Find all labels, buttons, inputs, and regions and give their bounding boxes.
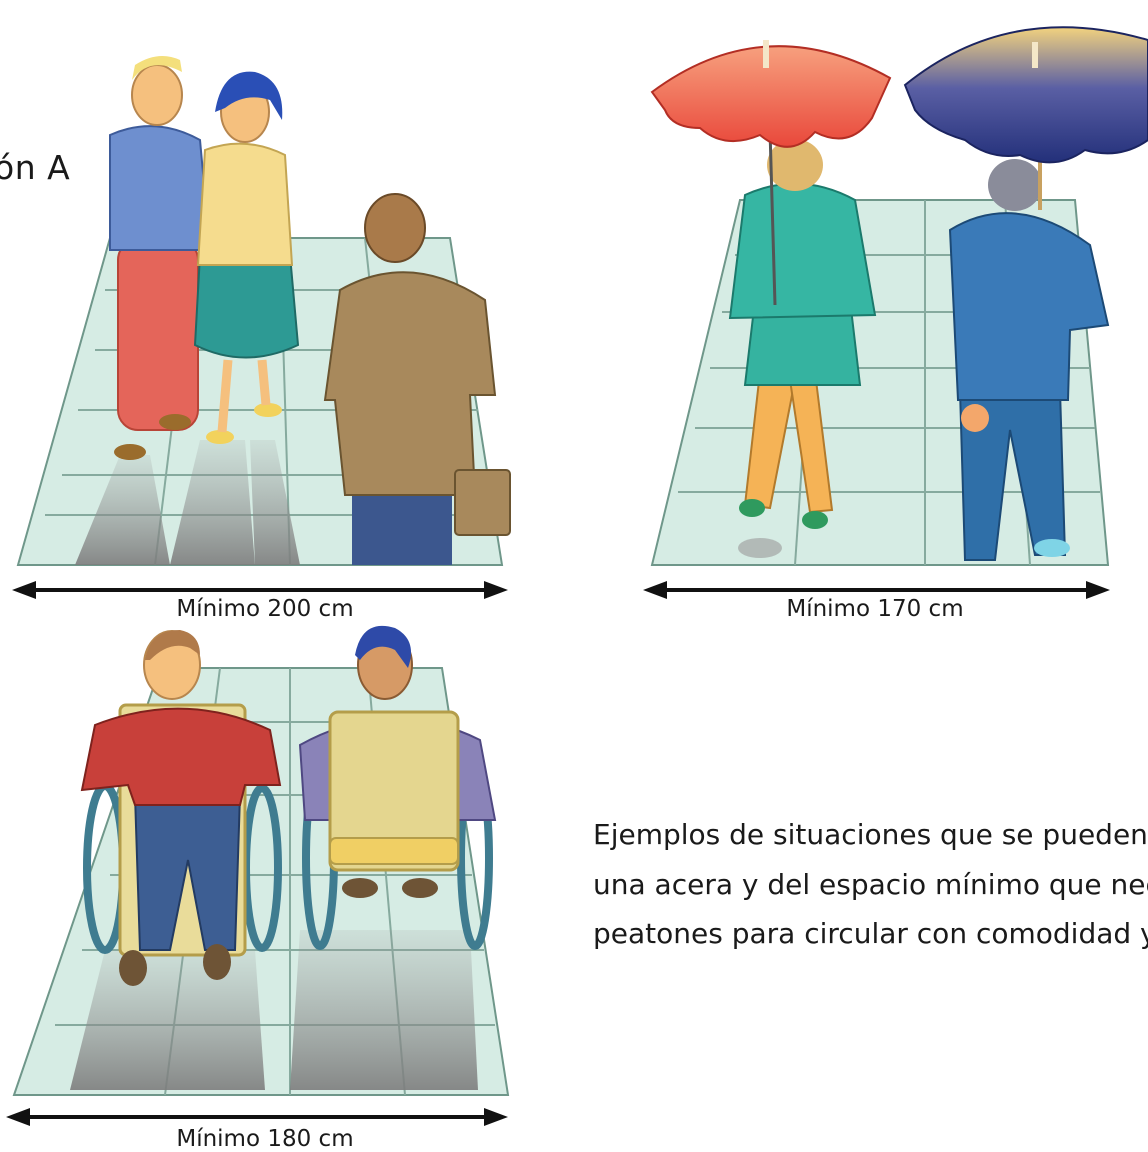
woman-red-umbrella-figure: [650, 40, 892, 529]
width-caption-180: Mínimo 180 cm: [176, 1126, 354, 1152]
width-caption-200: Mínimo 200 cm: [176, 596, 354, 622]
panel-wheelchairs: [12, 625, 510, 1096]
wheelchair-user-purple-shirt-figure: [298, 625, 497, 950]
man-briefcase-figure: [323, 193, 511, 565]
man-blue-shirt-figure: [109, 56, 212, 460]
description-line: peatones para circular con comodidad y s: [593, 917, 1148, 950]
description-line: Ejemplos de situaciones que se pueden pr: [593, 818, 1148, 851]
man-blue-umbrella-figure: [903, 26, 1148, 561]
wheelchair-user-red-sweater-figure: [80, 630, 282, 986]
panel-walkers: [16, 56, 511, 566]
width-caption-170: Mínimo 170 cm: [786, 596, 964, 622]
width-arrow-170: [643, 581, 1110, 599]
section-heading-fragment: ón A: [0, 148, 71, 187]
description-paragraph: Ejemplos de situaciones que se pueden pr…: [593, 810, 1148, 959]
width-arrow-200: [12, 581, 508, 599]
woman-yellow-jacket-figure: [193, 71, 300, 444]
description-line: una acera y del espacio mínimo que nec: [593, 867, 1148, 901]
width-arrow-180: [6, 1108, 508, 1126]
panel-umbrellas: [650, 26, 1148, 566]
